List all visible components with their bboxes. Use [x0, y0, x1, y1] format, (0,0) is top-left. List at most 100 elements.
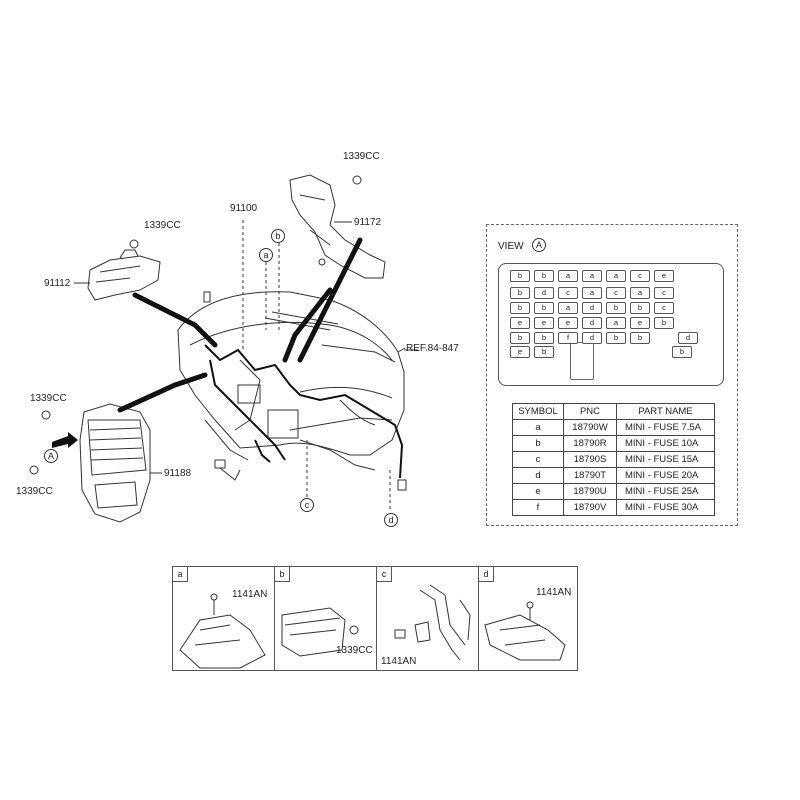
fuse-relay-slot	[570, 342, 594, 380]
detail-b: b	[275, 567, 377, 670]
view-title: VIEW	[498, 241, 524, 252]
part-name-cell: MINI - FUSE 15A	[616, 451, 715, 468]
fuse-slot: b	[630, 302, 650, 314]
detail-tag-a: a	[173, 567, 188, 582]
fuse-slot: e	[510, 346, 530, 358]
marker-c: c	[300, 498, 314, 512]
label-91172: 91172	[354, 217, 382, 228]
fuse-slot: c	[654, 287, 674, 299]
fuse-slot: a	[606, 317, 626, 329]
fuse-slot: b	[510, 302, 530, 314]
part-name-cell: MINI - FUSE 10A	[616, 435, 715, 452]
pnc-cell: 18790T	[563, 467, 617, 484]
pnc-cell: 18790W	[563, 419, 617, 436]
part-name-cell: MINI - FUSE 25A	[616, 483, 715, 500]
bracket-91112	[87, 255, 161, 301]
fuse-slot: d	[582, 332, 602, 344]
symbol-cell: c	[512, 451, 564, 468]
fuse-slot: b	[654, 317, 674, 329]
fuse-slot: d	[678, 332, 698, 344]
fuse-slot: c	[558, 287, 578, 299]
fuse-slot: b	[534, 270, 554, 282]
label-91100: 91100	[230, 203, 258, 214]
detail-tag-c: c	[377, 567, 392, 582]
junction-box-91188	[79, 403, 151, 523]
detail-tag-d: d	[479, 567, 494, 582]
fuse-slot: a	[558, 302, 578, 314]
symbol-cell: f	[512, 499, 564, 516]
header-pnc: PNC	[563, 403, 617, 420]
fuse-box	[498, 263, 724, 386]
fuse-slot: b	[510, 270, 530, 282]
fuse-slot: a	[582, 287, 602, 299]
pnc-cell: 18790R	[563, 435, 617, 452]
view-arrow-circle: A	[44, 449, 58, 463]
label-91112: 91112	[44, 278, 71, 289]
detail-d: d	[479, 567, 577, 670]
symbol-cell: a	[512, 419, 564, 436]
symbol-cell: d	[512, 467, 564, 484]
detail-c: c	[377, 567, 479, 670]
symbol-cell: b	[512, 435, 564, 452]
table-header-row: SYMBOL PNC PART NAME	[512, 403, 715, 420]
bracket-91172	[289, 174, 386, 279]
detail-a-label: 1141AN	[232, 589, 268, 600]
view-letter: A	[532, 238, 546, 252]
label-ref: REF.84-847	[406, 343, 459, 354]
detail-d-label: 1141AN	[536, 587, 572, 598]
label-1339cc-top-right: 1339CC	[343, 151, 380, 162]
fuse-slot: b	[534, 346, 554, 358]
pnc-cell: 18790U	[563, 483, 617, 500]
fuse-slot: b	[534, 332, 554, 344]
fuse-slot: b	[510, 332, 530, 344]
marker-a: a	[259, 248, 273, 262]
label-1339cc-top-left: 1339CC	[144, 220, 181, 231]
fuse-slot: b	[534, 302, 554, 314]
fuse-slot: b	[606, 332, 626, 344]
view-arrow-icon	[52, 432, 78, 448]
fuse-slot: c	[654, 302, 674, 314]
detail-strip: a b c d	[172, 566, 578, 671]
fuse-slot: d	[582, 302, 602, 314]
fuse-slot: a	[558, 270, 578, 282]
fuse-slot: e	[558, 317, 578, 329]
fuse-slot: d	[534, 287, 554, 299]
pnc-cell: 18790V	[563, 499, 617, 516]
fuse-slot: a	[630, 287, 650, 299]
marker-d: d	[384, 513, 398, 527]
part-name-cell: MINI - FUSE 7.5A	[616, 419, 715, 436]
fuse-slot: b	[630, 332, 650, 344]
label-1339cc-bottom-left: 1339CC	[16, 486, 53, 497]
header-part-name: PART NAME	[616, 403, 715, 420]
part-name-cell: MINI - FUSE 30A	[616, 499, 715, 516]
fuse-slot: f	[558, 332, 578, 344]
fuse-slot: e	[534, 317, 554, 329]
fuse-slot: e	[630, 317, 650, 329]
fuse-slot: b	[510, 287, 530, 299]
marker-b: b	[271, 229, 285, 243]
symbol-cell: e	[512, 483, 564, 500]
fuse-slot: d	[582, 317, 602, 329]
fuse-slot: e	[654, 270, 674, 282]
fuse-slot: c	[630, 270, 650, 282]
fuse-slot: e	[510, 317, 530, 329]
dashboard-outline	[177, 291, 405, 456]
detail-c-label: 1141AN	[381, 656, 417, 667]
fuse-slot: c	[606, 287, 626, 299]
fuse-slot: b	[606, 302, 626, 314]
view-a-panel	[486, 224, 738, 526]
part-name-cell: MINI - FUSE 20A	[616, 467, 715, 484]
pnc-cell: 18790S	[563, 451, 617, 468]
label-1339cc-mid-left: 1339CC	[30, 393, 67, 404]
label-91188: 91188	[164, 468, 192, 479]
fuse-slot: b	[672, 346, 692, 358]
detail-a: a	[173, 567, 275, 670]
